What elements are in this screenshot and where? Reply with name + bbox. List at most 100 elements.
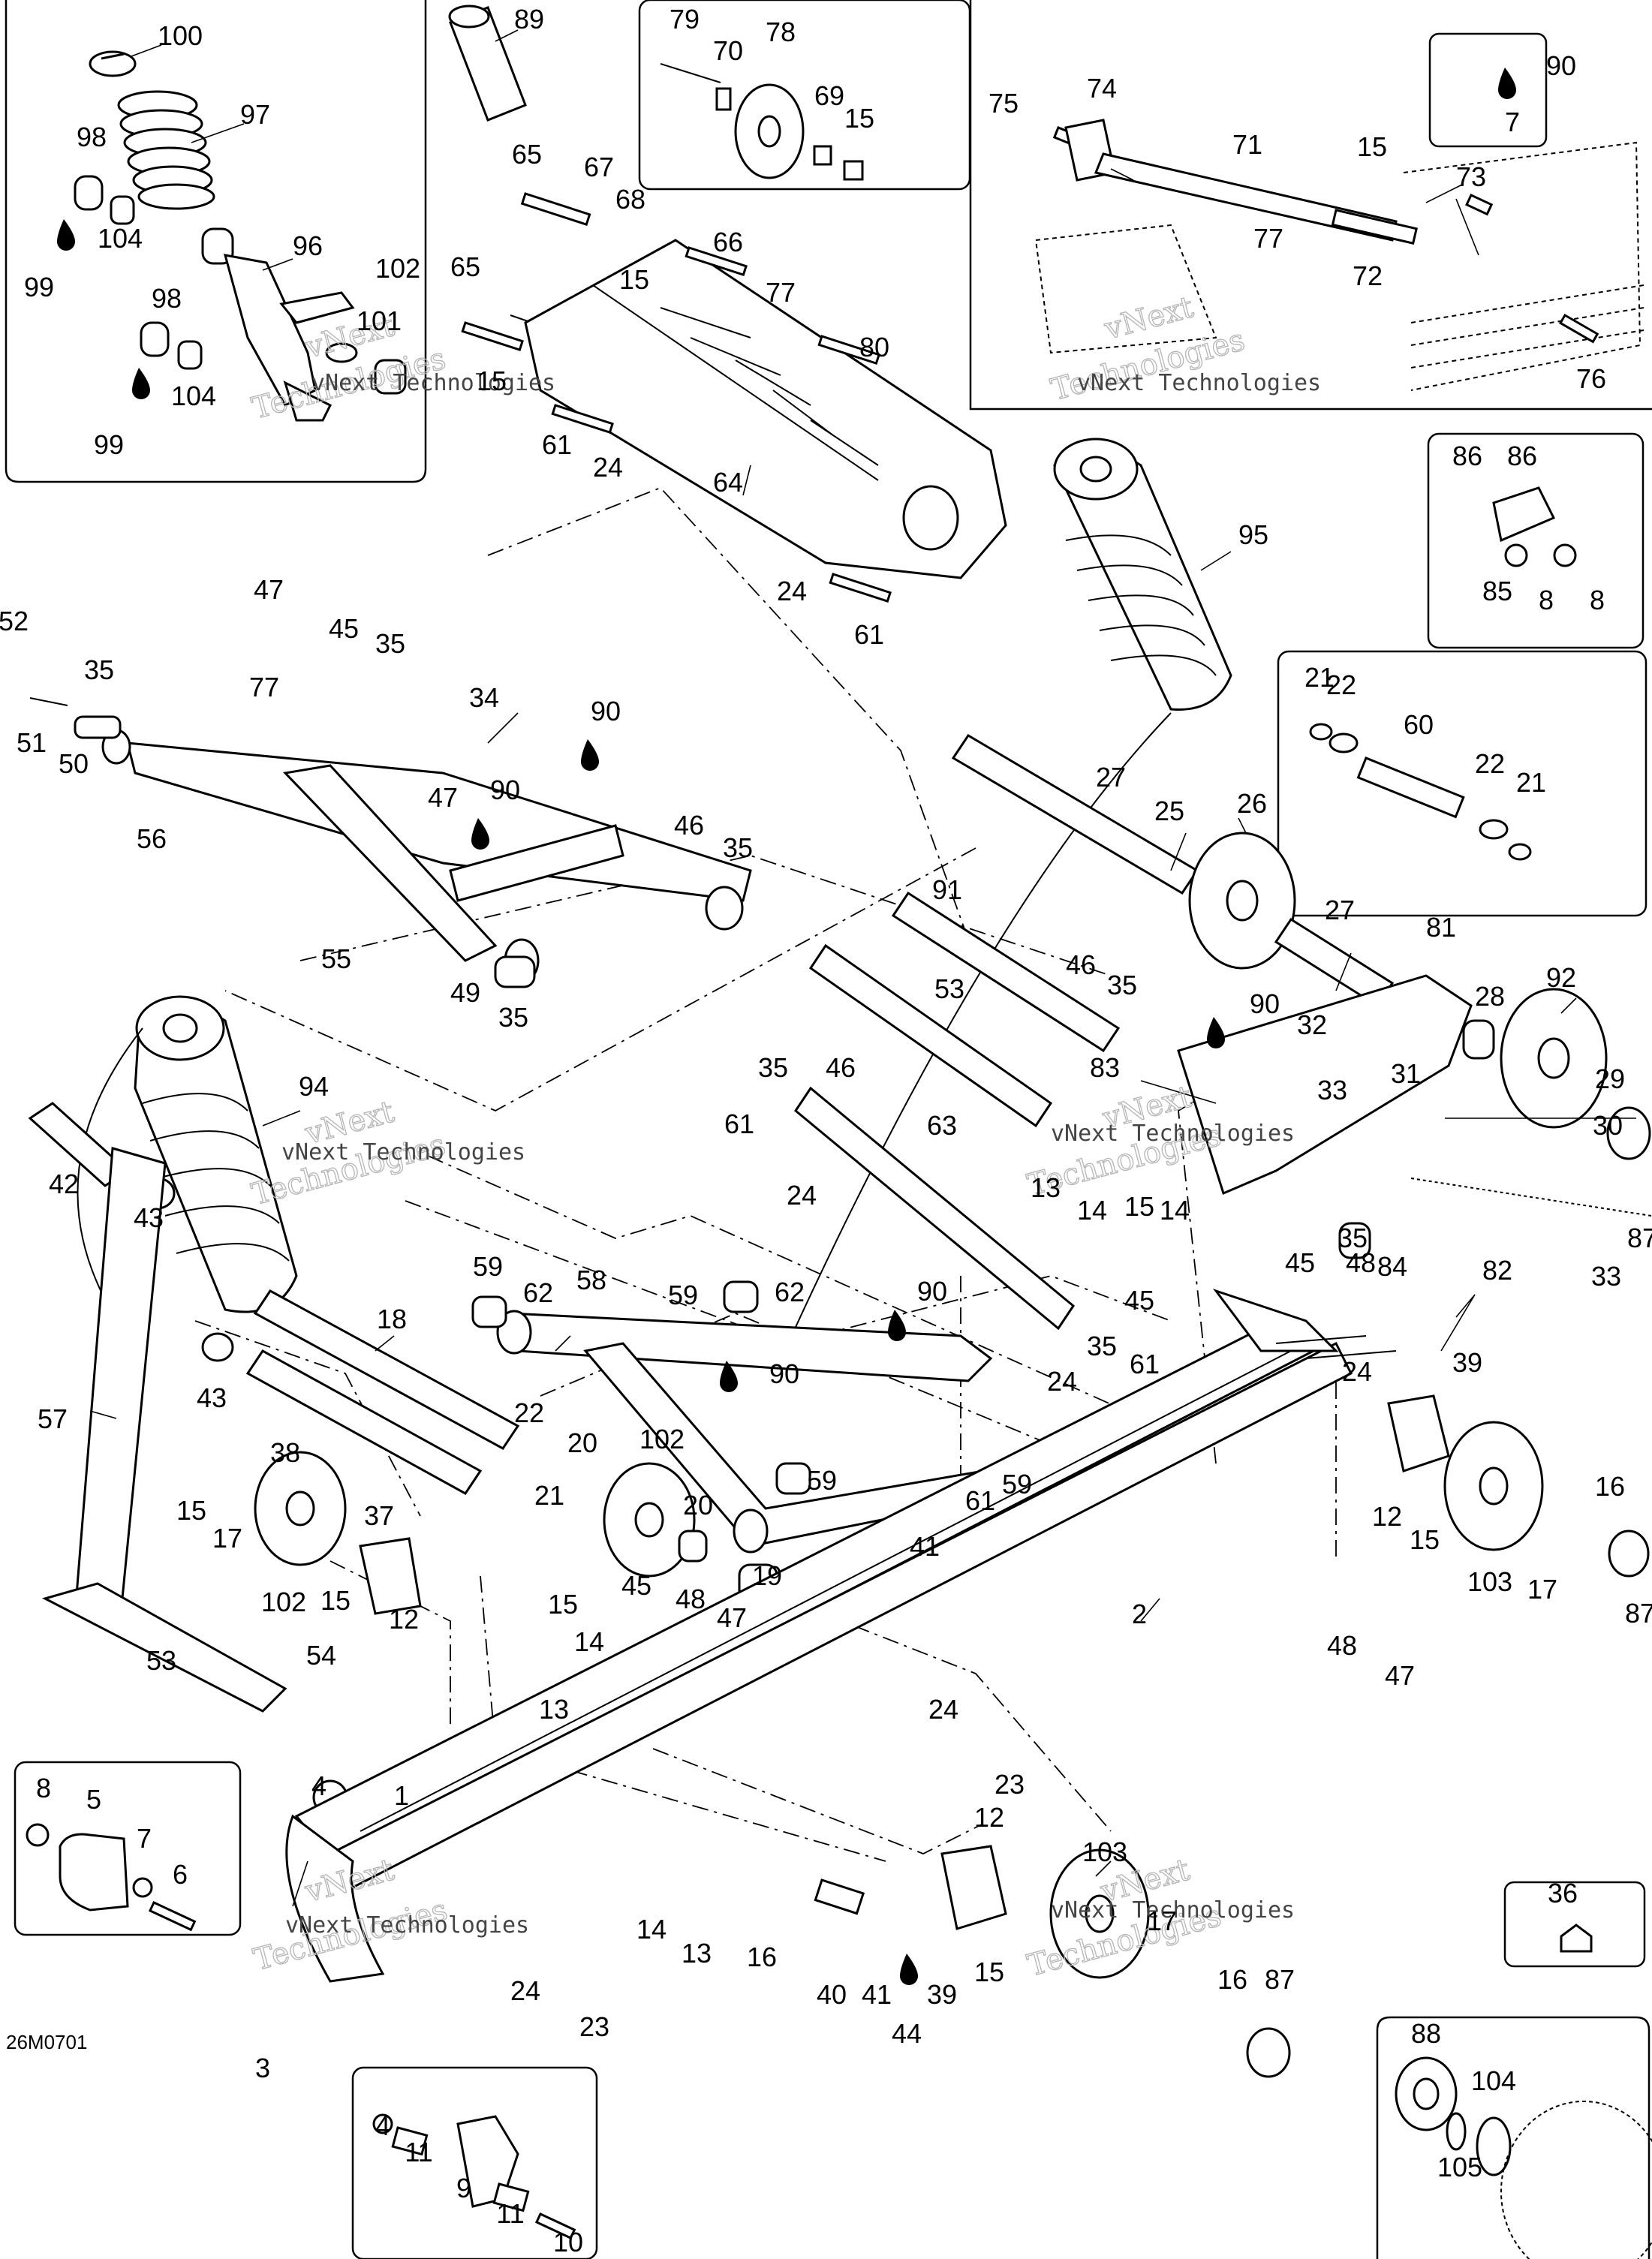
callout-68: 68 [615, 184, 645, 215]
svg-text:vNext Technologies: vNext Technologies [281, 1139, 525, 1166]
lower-arm-58 [471, 1086, 1075, 1554]
callout-104a: 104 [98, 223, 143, 254]
callout-86b: 86 [1507, 441, 1537, 471]
callout-85: 85 [1482, 576, 1512, 606]
callout-17a: 17 [212, 1523, 242, 1554]
shock-95 [1053, 438, 1232, 711]
svg-text:vNext Technologies: vNext Technologies [311, 370, 555, 396]
callout-104c: 104 [1471, 2065, 1516, 2096]
callout-59b: 59 [668, 1280, 698, 1310]
callout-32: 32 [1297, 1009, 1327, 1040]
stopper-strap-parts [1034, 119, 1644, 391]
callout-35f: 35 [758, 1052, 788, 1083]
shaft-63 [794, 1086, 1075, 1331]
callout-14d: 14 [636, 1914, 667, 1945]
grease-fitting-box [1503, 1881, 1646, 1968]
callout-98b: 98 [152, 283, 182, 314]
stopper-strap-detail-box [969, 0, 1652, 411]
callout-16a: 16 [1595, 1471, 1625, 1502]
callout-17c: 17 [1147, 1906, 1177, 1936]
callout-18: 18 [377, 1304, 407, 1334]
callout-63: 63 [927, 1110, 957, 1141]
grease-drop-icon [720, 1361, 738, 1392]
callout-99a: 99 [24, 272, 54, 302]
block-12a [1387, 1394, 1450, 1472]
callout-36: 36 [1548, 1878, 1578, 1909]
callout-44: 44 [892, 2018, 922, 2049]
slider-stop-detail-box [351, 2066, 598, 2259]
callout-24c: 24 [787, 1180, 817, 1211]
callout-25: 25 [1154, 796, 1184, 826]
callout-1: 1 [394, 1780, 409, 1811]
callout-45c: 45 [1285, 1247, 1315, 1278]
svg-text:vNext Technologies: vNext Technologies [1051, 1120, 1295, 1147]
end-cap-detail-box [14, 1761, 242, 1936]
callout-35b: 35 [375, 628, 405, 659]
shaft-53 [808, 943, 1053, 1128]
callout-27a: 27 [1096, 762, 1126, 793]
callout-102b: 102 [639, 1424, 685, 1454]
callout-102c: 102 [261, 1587, 306, 1617]
callout-4b: 4 [375, 2110, 390, 2141]
shock-absorbers [77, 438, 1232, 1344]
callout-28: 28 [1475, 981, 1505, 1012]
callout-62a: 62 [523, 1277, 553, 1308]
callout-61a: 61 [542, 429, 572, 460]
callout-90e: 90 [917, 1276, 947, 1307]
callout-58: 58 [576, 1265, 606, 1295]
callout-8a: 8 [1539, 585, 1554, 615]
callout-65b: 65 [450, 251, 480, 282]
callout-105: 105 [1437, 2152, 1482, 2182]
wheel-bearing-detail-box [1376, 2016, 1650, 2259]
callout-47a: 47 [254, 574, 284, 605]
callout-9: 9 [456, 2173, 471, 2203]
callout-43a: 43 [134, 1202, 164, 1233]
callout-15b: 15 [619, 264, 649, 295]
callout-12b: 12 [1372, 1501, 1402, 1532]
callout-49: 49 [450, 977, 480, 1008]
callout-53a: 53 [934, 973, 964, 1004]
callout-43b: 43 [197, 1382, 227, 1413]
shaft-18 [253, 1289, 520, 1450]
callout-83: 83 [1090, 1052, 1120, 1083]
callout-90a: 90 [1546, 50, 1576, 81]
callout-61c: 61 [724, 1108, 754, 1139]
callout-24a: 24 [593, 452, 623, 483]
callout-53b: 53 [146, 1645, 176, 1676]
callout-101: 101 [357, 305, 402, 336]
callout-51: 51 [17, 727, 47, 758]
callout-8c: 8 [36, 1773, 51, 1803]
callout-29: 29 [1595, 1063, 1625, 1094]
callout-20b: 20 [683, 1490, 713, 1521]
callout-21c: 21 [534, 1480, 564, 1511]
slide-rail [285, 1289, 1650, 2078]
callout-70: 70 [713, 35, 743, 66]
callout-72: 72 [1353, 260, 1383, 291]
callout-2: 2 [1132, 1599, 1147, 1629]
callout-14a: 14 [1077, 1195, 1107, 1226]
callout-35g: 35 [1338, 1223, 1368, 1253]
callout-10: 10 [553, 2227, 583, 2257]
bracket-detail-box [1427, 432, 1644, 649]
callout-35d: 35 [498, 1002, 528, 1033]
callout-13a: 13 [1031, 1172, 1061, 1203]
callout-24b: 24 [777, 576, 807, 606]
callout-97: 97 [240, 99, 270, 130]
callout-73: 73 [1456, 161, 1486, 192]
callout-45b: 45 [1124, 1285, 1154, 1316]
callout-15a: 15 [844, 103, 874, 134]
callout-87b: 87 [1625, 1598, 1652, 1629]
callout-56: 56 [137, 823, 167, 854]
callout-17b: 17 [1527, 1574, 1557, 1605]
callout-77b: 77 [1253, 223, 1283, 254]
pin-detail-box [1277, 650, 1647, 917]
callout-66: 66 [713, 227, 743, 257]
block-12b [940, 1845, 1007, 1930]
callout-34: 34 [469, 682, 499, 713]
callout-57: 57 [38, 1403, 68, 1434]
callout-27b: 27 [1325, 895, 1355, 925]
callout-48b: 48 [1346, 1247, 1376, 1278]
callout-38: 38 [270, 1437, 300, 1468]
callout-91: 91 [932, 874, 962, 905]
